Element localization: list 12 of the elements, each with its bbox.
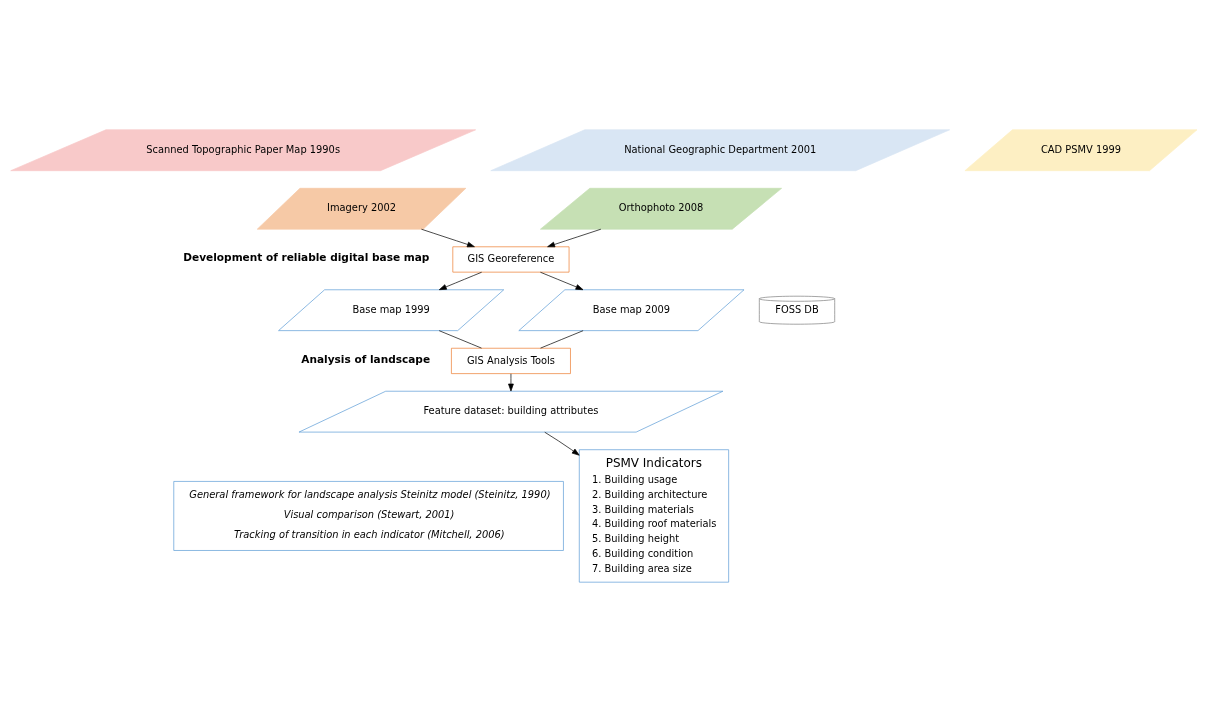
arrow	[508, 372, 514, 391]
node-box: PSMV Indicators 1. Building usage 2. Building architecture 3. Building materials 4. Building roof materials 5. Building height 6. Building condition 7. Building area size	[578, 448, 729, 583]
arrow	[547, 228, 602, 247]
node-box: General framework for landscape analysis Steinitz model (Steinitz, 1990) Visual comparison (Stewart, 2001) Tracking of transition in each indicator (Mitchell, 2006)	[173, 480, 564, 551]
node-box: GIS Georeference	[452, 245, 570, 272]
arrow	[540, 271, 584, 290]
node-box: GIS Analysis Tools	[451, 347, 571, 374]
connector	[438, 329, 482, 348]
arrow	[421, 228, 475, 247]
label: Development of reliable digital base map	[183, 250, 430, 263]
arrow	[544, 431, 580, 456]
label: Analysis of landscape	[301, 352, 431, 365]
